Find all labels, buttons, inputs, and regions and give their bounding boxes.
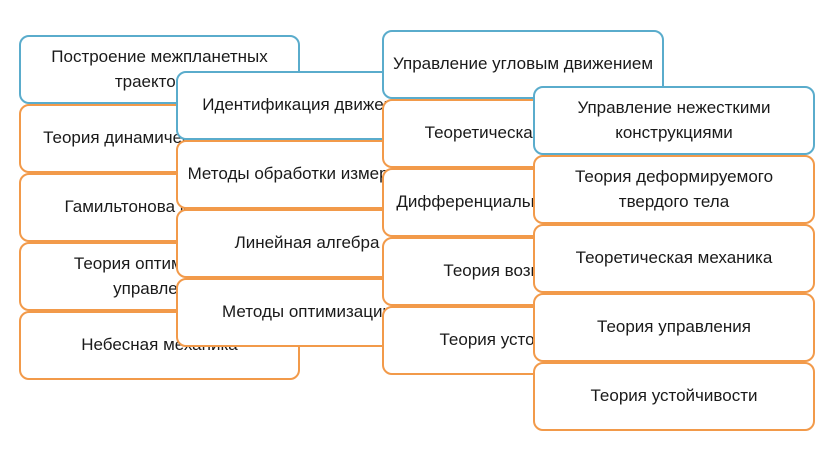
column-4-item-4: Теория устойчивости bbox=[533, 362, 815, 431]
column-1-header: Построение межпланетных траекторий bbox=[19, 35, 300, 104]
column-4-item-3: Теория управления bbox=[533, 293, 815, 362]
column-4-item-2: Теоретическая механика bbox=[533, 224, 815, 293]
column-4-item-1: Теория деформируемого твердого тела bbox=[533, 155, 815, 224]
column-4-header: Управление нежесткими конструкциями bbox=[533, 86, 815, 155]
